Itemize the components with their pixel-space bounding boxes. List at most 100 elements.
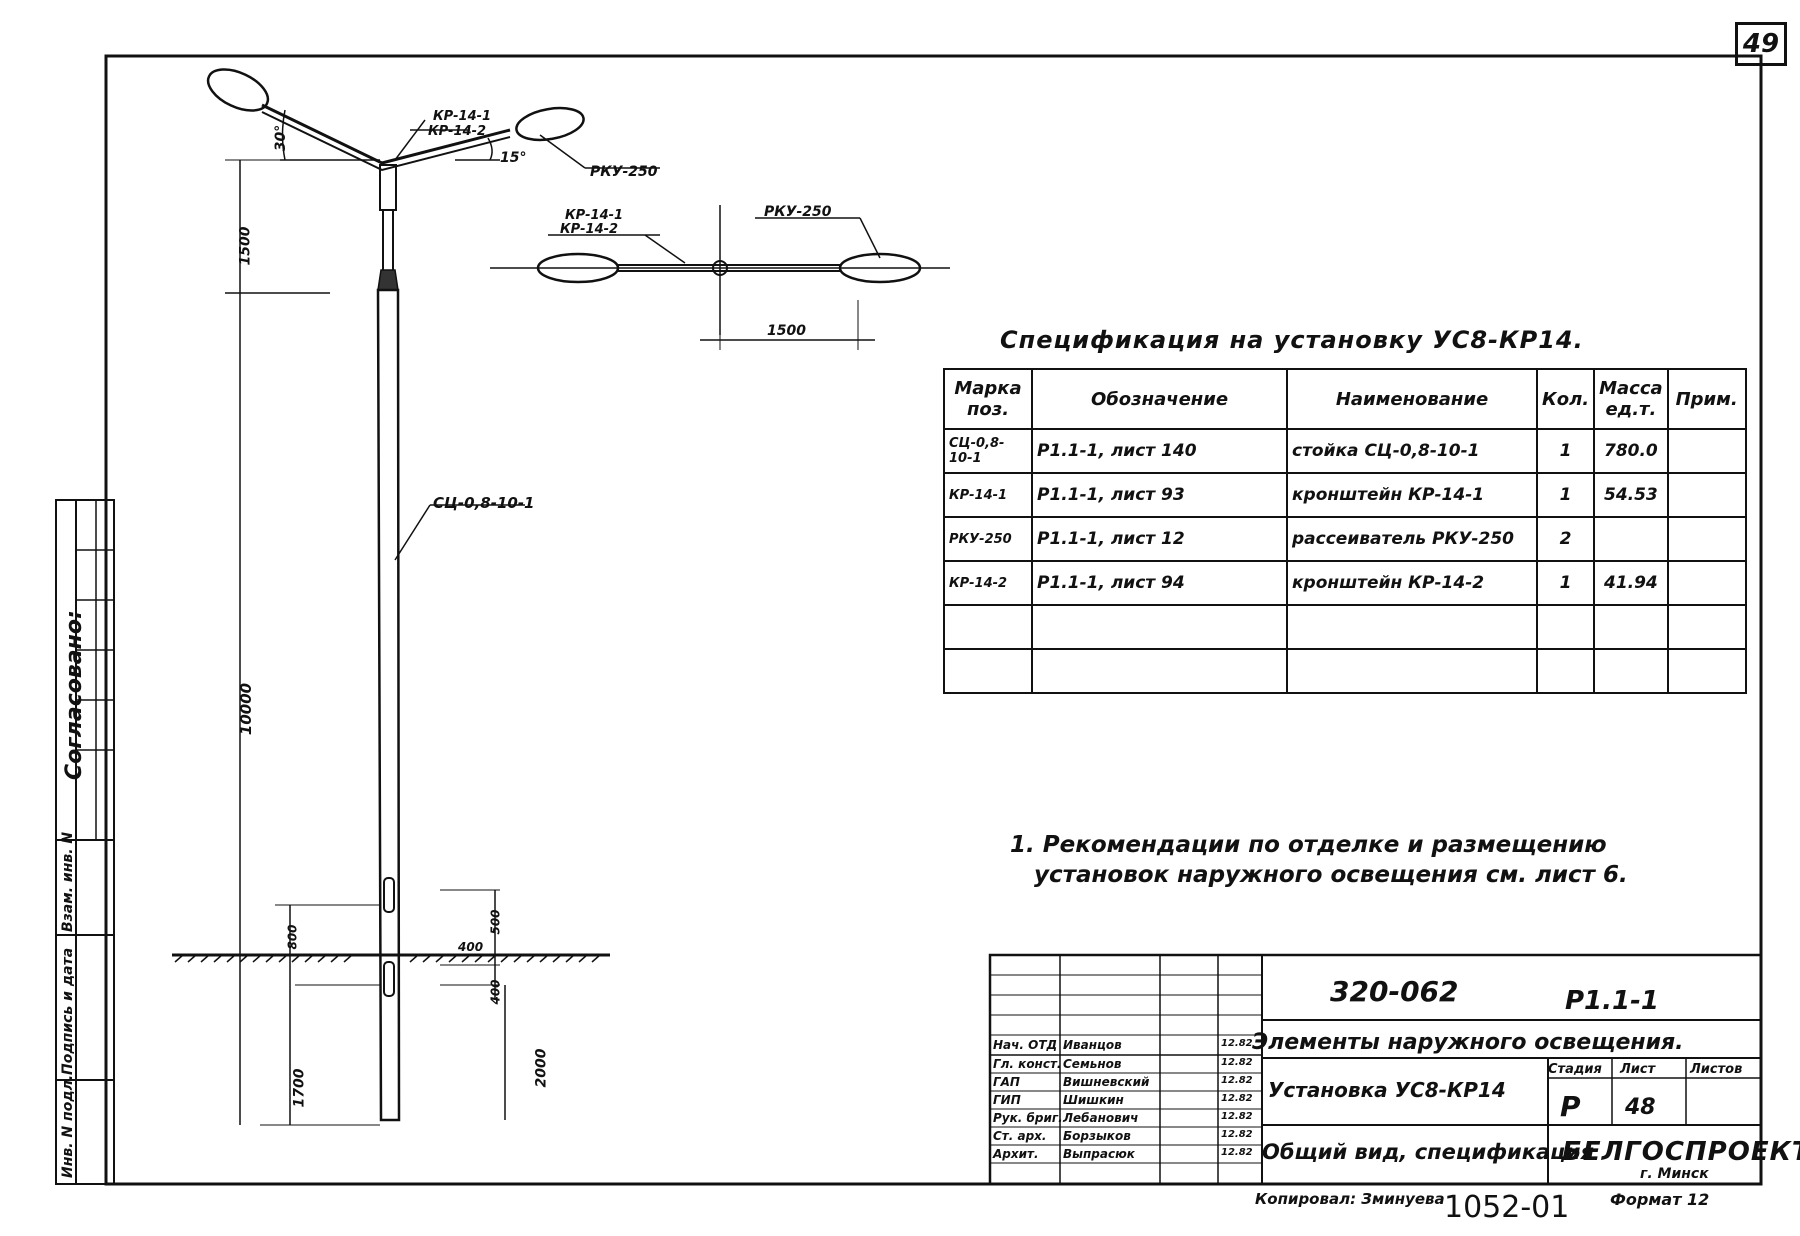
note-text: 1. Рекомендации по отделке и размещению …	[1010, 832, 1628, 888]
label-dim-400a: 400	[458, 940, 484, 954]
tb-person-name: Борзыков	[1063, 1129, 1131, 1143]
tb-sheets-header: Листов	[1690, 1062, 1743, 1077]
tb-person-role: Гл. конст.	[993, 1057, 1062, 1071]
label-bracket-top-2: КР-14-2	[428, 124, 487, 139]
spec-cell	[1286, 648, 1538, 694]
spec-cell	[1593, 604, 1669, 650]
spec-cell: КР-14-1	[943, 472, 1033, 518]
spec-row: СЦ-0,8-10-1 Р1.1-1, лист 140 стойка СЦ-0…	[943, 428, 1747, 474]
tb-drawing-code: 320-062	[1330, 975, 1459, 1008]
spec-table: Марка поз. Обозначение Наименование Кол.…	[943, 368, 1747, 694]
spec-cell: 1	[1535, 428, 1596, 474]
tb-person-role: Архит.	[993, 1147, 1039, 1161]
stamp-col-sign: Подпись и дата	[60, 947, 76, 1075]
tb-subtitle-1: Установка УС8-КР14	[1268, 1078, 1506, 1102]
label-dim-10000: 10000	[237, 682, 256, 736]
tb-sheet-code: Р1.1-1	[1565, 986, 1659, 1016]
label-bracket-top-1: КР-14-1	[433, 109, 492, 124]
spec-header-mark: Марка поз.	[943, 368, 1033, 430]
pole-elevation	[172, 68, 660, 1126]
spec-header-mass: Масса ед.т.	[1593, 368, 1669, 430]
plan-view	[490, 205, 950, 350]
spec-row	[943, 648, 1747, 694]
spec-cell	[1031, 648, 1288, 694]
tb-stage: Р	[1560, 1090, 1581, 1123]
spec-row: РКУ-250 Р1.1-1, лист 12 рассеиватель РКУ…	[943, 516, 1747, 562]
label-plan-dim: 1500	[767, 323, 806, 339]
tb-person-name: Шишкин	[1063, 1093, 1124, 1107]
tb-format: Формат 12	[1610, 1190, 1710, 1209]
label-plan-bracket-2: КР-14-2	[560, 222, 619, 237]
tb-person-date: 12.82	[1221, 1129, 1253, 1140]
spec-cell: КР-14-2	[943, 560, 1033, 606]
spec-cell: РКУ-250	[943, 516, 1033, 562]
label-plan-luminaire: РКУ-250	[764, 204, 832, 220]
spec-row: КР-14-1 Р1.1-1, лист 93 кронштейн КР-14-…	[943, 472, 1747, 518]
spec-cell	[1593, 516, 1669, 562]
label-dim-1700: 1700	[291, 1068, 308, 1108]
tb-person-role: ГАП	[993, 1075, 1020, 1089]
spec-header-note: Прим.	[1666, 368, 1747, 430]
spec-row: КР-14-2 Р1.1-1, лист 94 кронштейн КР-14-…	[943, 560, 1747, 606]
tb-person-name: Лебанович	[1063, 1111, 1139, 1125]
tb-stage-header: Стадия	[1548, 1062, 1602, 1077]
spec-header-name: Наименование	[1286, 368, 1538, 430]
tb-city: г. Минск	[1640, 1166, 1709, 1182]
tb-person-date: 12.82	[1221, 1075, 1253, 1086]
stamp-agreed: Согласовано:	[62, 610, 87, 780]
tb-person-date: 12.82	[1221, 1057, 1253, 1068]
spec-cell: рассеиватель РКУ-250	[1286, 516, 1538, 562]
tb-sheet-header: Лист	[1620, 1062, 1656, 1077]
label-dim-400b: 400	[488, 979, 503, 1005]
spec-cell	[1593, 648, 1669, 694]
spec-cell	[1535, 604, 1596, 650]
tb-subtitle-2: Общий вид, спецификация	[1262, 1140, 1594, 1164]
tb-person-date: 12.82	[1221, 1093, 1253, 1104]
title-block-grid	[988, 953, 1763, 1186]
spec-cell: Р1.1-1, лист 93	[1031, 472, 1288, 518]
spec-cell: кронштейн КР-14-1	[1286, 472, 1538, 518]
spec-header-row: Марка поз. Обозначение Наименование Кол.…	[943, 368, 1747, 430]
spec-cell	[1286, 604, 1538, 650]
label-luminaire-side: РКУ-250	[590, 164, 658, 180]
tb-copied-by: Копировал: Зминуева	[1255, 1190, 1445, 1208]
spec-cell	[1666, 428, 1747, 474]
label-angle-15: 15°	[500, 150, 527, 166]
spec-cell	[1031, 604, 1288, 650]
tb-person-role: ГИП	[993, 1093, 1021, 1107]
tb-person-name: Выпрасюк	[1063, 1147, 1135, 1161]
tb-person-name: Семьнов	[1063, 1057, 1122, 1071]
tb-inventory-number: 1052-01	[1444, 1190, 1570, 1225]
tb-person-date: 12.82	[1221, 1111, 1253, 1122]
spec-cell: Р1.1-1, лист 140	[1031, 428, 1288, 474]
spec-cell: 41.94	[1593, 560, 1669, 606]
spec-header-designation: Обозначение	[1031, 368, 1288, 430]
spec-cell	[1666, 560, 1747, 606]
tb-person-date: 12.82	[1221, 1038, 1253, 1049]
tb-person-role: Нач. ОТД	[993, 1038, 1058, 1052]
tb-sheet: 48	[1625, 1095, 1656, 1120]
spec-cell: 2	[1535, 516, 1596, 562]
spec-cell: 1	[1535, 472, 1596, 518]
spec-cell	[943, 604, 1033, 650]
tb-person-role: Ст. арх.	[993, 1129, 1047, 1143]
spec-row	[943, 604, 1747, 650]
spec-title: Спецификация на установку УС8-КР14.	[1000, 326, 1584, 354]
label-dim-800: 800	[285, 924, 300, 950]
spec-cell	[1666, 516, 1747, 562]
spec-cell: стойка СЦ-0,8-10-1	[1286, 428, 1538, 474]
tb-title: Элементы наружного освещения.	[1252, 1030, 1684, 1055]
spec-cell: кронштейн КР-14-2	[1286, 560, 1538, 606]
spec-cell	[943, 648, 1033, 694]
label-plan-bracket-1: КР-14-1	[565, 208, 624, 223]
spec-cell: Р1.1-1, лист 94	[1031, 560, 1288, 606]
tb-person-role: Рук. бриг.	[993, 1111, 1063, 1125]
spec-cell	[1666, 472, 1747, 518]
stamp-col-replace: Взам. инв. N	[60, 831, 76, 932]
label-dim-1500: 1500	[237, 226, 254, 266]
tb-organization: БЕЛГОСПРОЕКТ	[1562, 1137, 1800, 1167]
tb-person-name: Иванцов	[1063, 1038, 1122, 1052]
stamp-col-inv: Инв. N подл.	[60, 1074, 76, 1178]
label-dim-500: 500	[488, 909, 503, 935]
